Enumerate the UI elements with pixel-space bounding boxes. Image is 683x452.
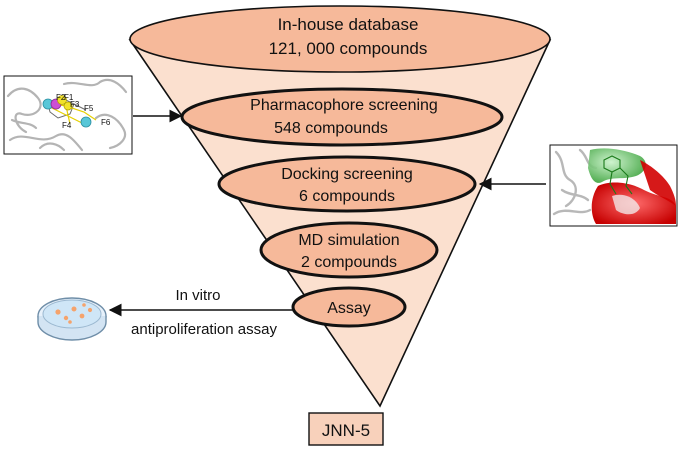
petri-dish-icon <box>37 297 107 341</box>
result-label: JNN-5 <box>322 421 370 440</box>
stage-docking-line2: 6 compounds <box>299 188 395 205</box>
protein-ligand-docking-icon <box>549 144 678 227</box>
stage-database-line2: 121, 000 compounds <box>269 39 428 58</box>
feature-label-f2: F2 <box>56 93 66 102</box>
result-box <box>308 412 384 446</box>
assay-arrow-line2: antiproliferation assay <box>131 321 277 338</box>
stage-ellipse-docking <box>217 155 477 213</box>
stage-docking-line1: Docking screening <box>281 166 413 183</box>
stage-pharmacophore-line2: 548 compounds <box>274 120 388 137</box>
feature-label-f5: F5 <box>84 104 94 113</box>
feature-label-f4: F4 <box>62 121 72 130</box>
stage-md-line1: MD simulation <box>298 232 399 249</box>
stage-ellipse-database <box>129 5 551 73</box>
stage-assay-label: Assay <box>327 300 371 317</box>
stage-pharmacophore-line1: Pharmacophore screening <box>250 97 438 114</box>
feature-label-f3: F3 <box>70 100 80 109</box>
stage-database-line1: In-house database <box>278 15 419 34</box>
assay-arrow-line1: In vitro <box>175 287 220 304</box>
pharmacophore-model-icon: F1 F2 F3 F4 F5 F6 <box>3 75 133 155</box>
stage-ellipse-md <box>259 221 439 279</box>
feature-label-f6: F6 <box>101 118 111 127</box>
feature-label-f1: F1 <box>64 93 74 102</box>
stage-md-line2: 2 compounds <box>301 254 397 271</box>
stage-ellipse-assay <box>291 286 407 328</box>
